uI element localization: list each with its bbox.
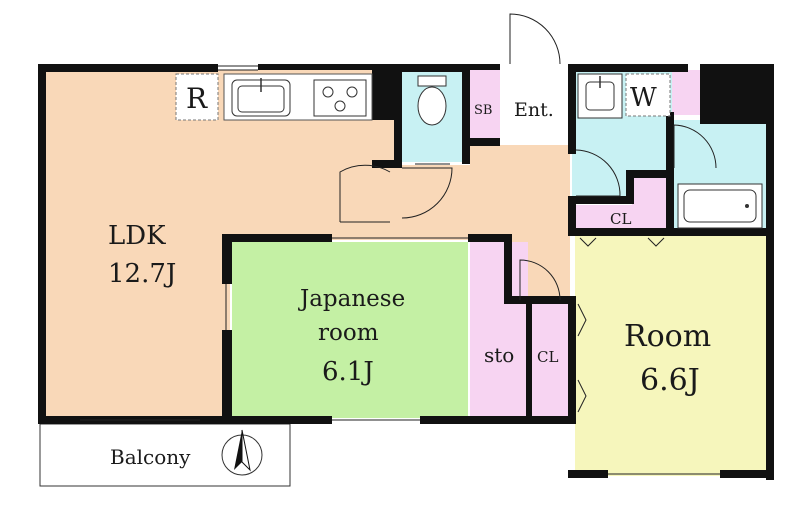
japanese-room-size: 6.1J: [322, 357, 374, 387]
japanese-room-name-line1: Japanese: [298, 286, 405, 312]
entrance-label: Ent.: [514, 99, 554, 121]
balcony-floor: [39, 423, 291, 487]
ldk-floor: [46, 70, 570, 418]
hallway-floor: [400, 165, 510, 240]
storage-label: sto: [484, 343, 514, 367]
north-compass-icon: [221, 429, 263, 476]
storage-floor: [470, 242, 528, 418]
room-name: Room: [624, 319, 711, 354]
windows: [80, 65, 720, 475]
stove-icon: [313, 79, 367, 117]
japanese-room-floor: [232, 242, 468, 418]
washbasin-icon: [577, 73, 623, 119]
washer-space: [625, 73, 671, 117]
ldk-size: 12.7J: [108, 259, 176, 289]
closet-side-floor: [530, 300, 572, 418]
washer-floor: [672, 70, 702, 115]
ldk-name: LDK: [108, 221, 166, 251]
doors: [339, 13, 717, 413]
shoe-box-floor: [470, 70, 500, 145]
bathtub-icon: [677, 183, 763, 229]
balcony-label: Balcony: [110, 445, 191, 469]
toilet-icon: [417, 75, 447, 126]
closet-side-label: CL: [537, 348, 558, 366]
japanese-room-name-line2: room: [318, 320, 379, 346]
refrigerator-label: R: [186, 82, 208, 115]
shoe-box-label: SB: [474, 103, 492, 118]
room-size: 6.6J: [640, 363, 700, 398]
closet-top-label: CL: [610, 210, 631, 228]
closet-top-floor: [575, 178, 668, 232]
refrigerator-space: [175, 73, 219, 121]
kitchen-sink-icon: [231, 78, 291, 117]
room-floor: [575, 236, 768, 476]
entrance-floor: [500, 70, 570, 145]
walls: [38, 64, 774, 480]
washer-label: W: [630, 83, 657, 113]
